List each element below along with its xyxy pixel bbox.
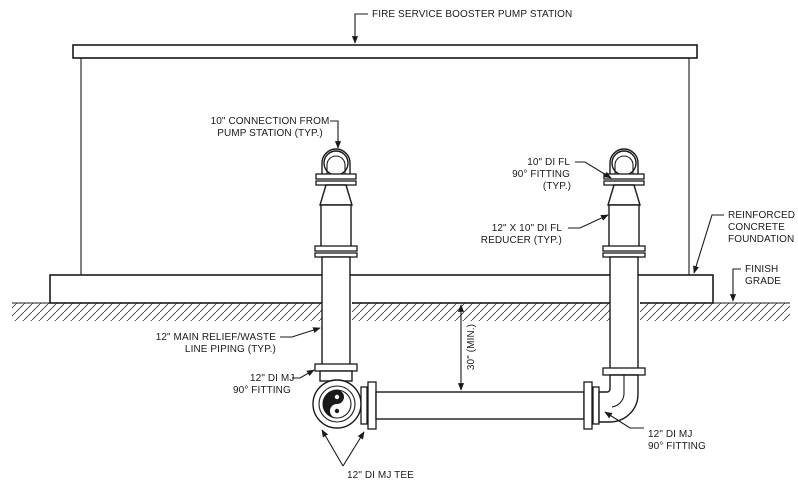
horizontal-pipe	[360, 381, 600, 430]
connection-label-2: PUMP STATION (TYP.)	[217, 128, 323, 139]
foundation-label-2: CONCRETE	[728, 222, 785, 233]
callout-mj-tee: 12" DI MJ TEE	[321, 429, 414, 481]
right-riser-assembly	[598, 148, 646, 423]
relief-label-1: 12" MAIN RELIEF/WASTE	[156, 332, 277, 343]
depth-label: 30" (MIN.)	[466, 324, 477, 370]
relief-label-2: LINE PIPING (TYP.)	[185, 344, 276, 355]
fl-fitting-label-2: 90° FITTING	[512, 169, 570, 180]
callout-foundation: REINFORCED CONCRETE FOUNDATION	[693, 210, 795, 274]
depth-dimension: 30" (MIN.)	[457, 304, 477, 391]
mj-right-label-2: 90° FITTING	[648, 441, 706, 452]
callout-relief-piping: 12" MAIN RELIEF/WASTE LINE PIPING (TYP.)	[156, 327, 321, 355]
roof-slab	[72, 44, 698, 59]
mj-right-label-1: 12" DI MJ	[648, 429, 692, 440]
foundation-label-1: REINFORCED	[728, 210, 795, 221]
pump-station-building	[72, 44, 698, 277]
callout-mj-fitting-left: 12" DI MJ 90° FITTING	[233, 369, 315, 396]
mj-left-label-1: 12" DI MJ	[250, 373, 294, 384]
callout-finish-grade: FINISH GRADE	[729, 264, 781, 302]
building-label: FIRE SERVICE BOOSTER PUMP STATION	[372, 9, 572, 20]
fl-fitting-label-3: (TYP.)	[543, 181, 571, 192]
reducer-label-1: 12" X 10" DI FL	[492, 223, 563, 234]
callout-reducer: 12" X 10" DI FL REDUCER (TYP.)	[481, 214, 609, 246]
mj-left-label-2: 90° FITTING	[233, 385, 291, 396]
callout-connection: 10" CONNECTION FROM PUMP STATION (TYP.)	[211, 116, 342, 149]
finish-grade-label-2: GRADE	[745, 276, 781, 287]
finish-grade	[12, 302, 790, 321]
reducer-label-2: REDUCER (TYP.)	[481, 235, 562, 246]
left-riser-assembly	[312, 148, 362, 429]
building-walls	[80, 57, 690, 277]
callout-mj-fitting-right: 12" DI MJ 90° FITTING	[604, 411, 706, 452]
connection-label-1: 10" CONNECTION FROM	[211, 116, 330, 127]
finish-grade-label-1: FINISH	[745, 264, 778, 275]
concrete-foundation	[49, 274, 714, 304]
callout-fl-fitting: 10" DI FL 90° FITTING (TYP.)	[512, 157, 612, 192]
callout-building: FIRE SERVICE BOOSTER PUMP STATION	[351, 9, 572, 44]
mj-tee-label: 12" DI MJ TEE	[347, 470, 414, 481]
fl-fitting-label-1: 10" DI FL	[527, 157, 570, 168]
foundation-label-3: FOUNDATION	[728, 234, 794, 245]
